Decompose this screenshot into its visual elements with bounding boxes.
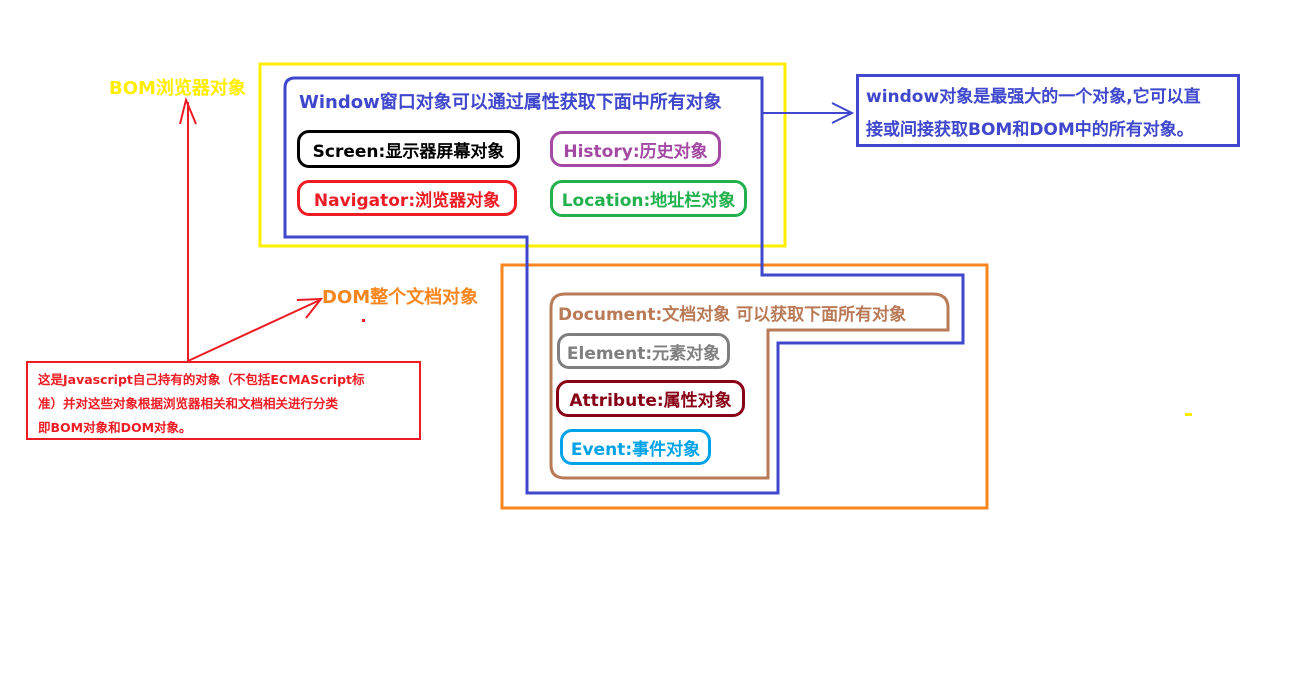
- dom-frame: [500, 263, 989, 510]
- window-note-box: window对象是最强大的一个对象,它可以直 接或间接获取BOM和DOM中的所有…: [856, 74, 1240, 147]
- window-note-line1: window对象是最强大的一个对象,它可以直: [866, 87, 1201, 107]
- history-object: History:历史对象: [550, 131, 721, 167]
- bom-frame: [258, 62, 787, 248]
- dom-arrowhead: [296, 297, 324, 319]
- stray-mark-red: [362, 319, 365, 322]
- screen-object: Screen:显示器屏幕对象: [297, 130, 520, 168]
- bom-label: BOM浏览器对象: [109, 78, 246, 99]
- location-object: Location:地址栏对象: [550, 180, 747, 217]
- attribute-object: Attribute:属性对象: [556, 380, 745, 417]
- navigator-object: Navigator:浏览器对象: [297, 180, 517, 216]
- element-object: Element:元素对象: [557, 333, 730, 369]
- stray-mark-yellow: [1185, 413, 1192, 416]
- document-title: Document:文档对象 可以获取下面所有对象: [558, 305, 907, 325]
- bom-arrowhead: [179, 96, 197, 125]
- document-outline: [549, 292, 950, 480]
- window-note-arrowhead: [831, 102, 855, 124]
- event-object: Event:事件对象: [560, 429, 711, 465]
- js-note-line3: 即BOM对象和DOM对象。: [38, 420, 192, 435]
- js-note-box: 这是Javascript自己持有的对象（不包括ECMAScript标 准）并对这…: [26, 361, 421, 440]
- js-note-line2: 准）并对这些对象根据浏览器相关和文档相关进行分类: [38, 396, 339, 411]
- dom-arrow-line: [187, 299, 321, 362]
- window-title: Window窗口对象可以通过属性获取下面中所有对象: [299, 92, 722, 113]
- js-note-line1: 这是Javascript自己持有的对象（不包括ECMAScript标: [38, 372, 365, 387]
- window-outline: [283, 76, 965, 495]
- dom-label: DOM整个文档对象: [322, 287, 479, 308]
- window-note-line2: 接或间接获取BOM和DOM中的所有对象。: [866, 120, 1194, 140]
